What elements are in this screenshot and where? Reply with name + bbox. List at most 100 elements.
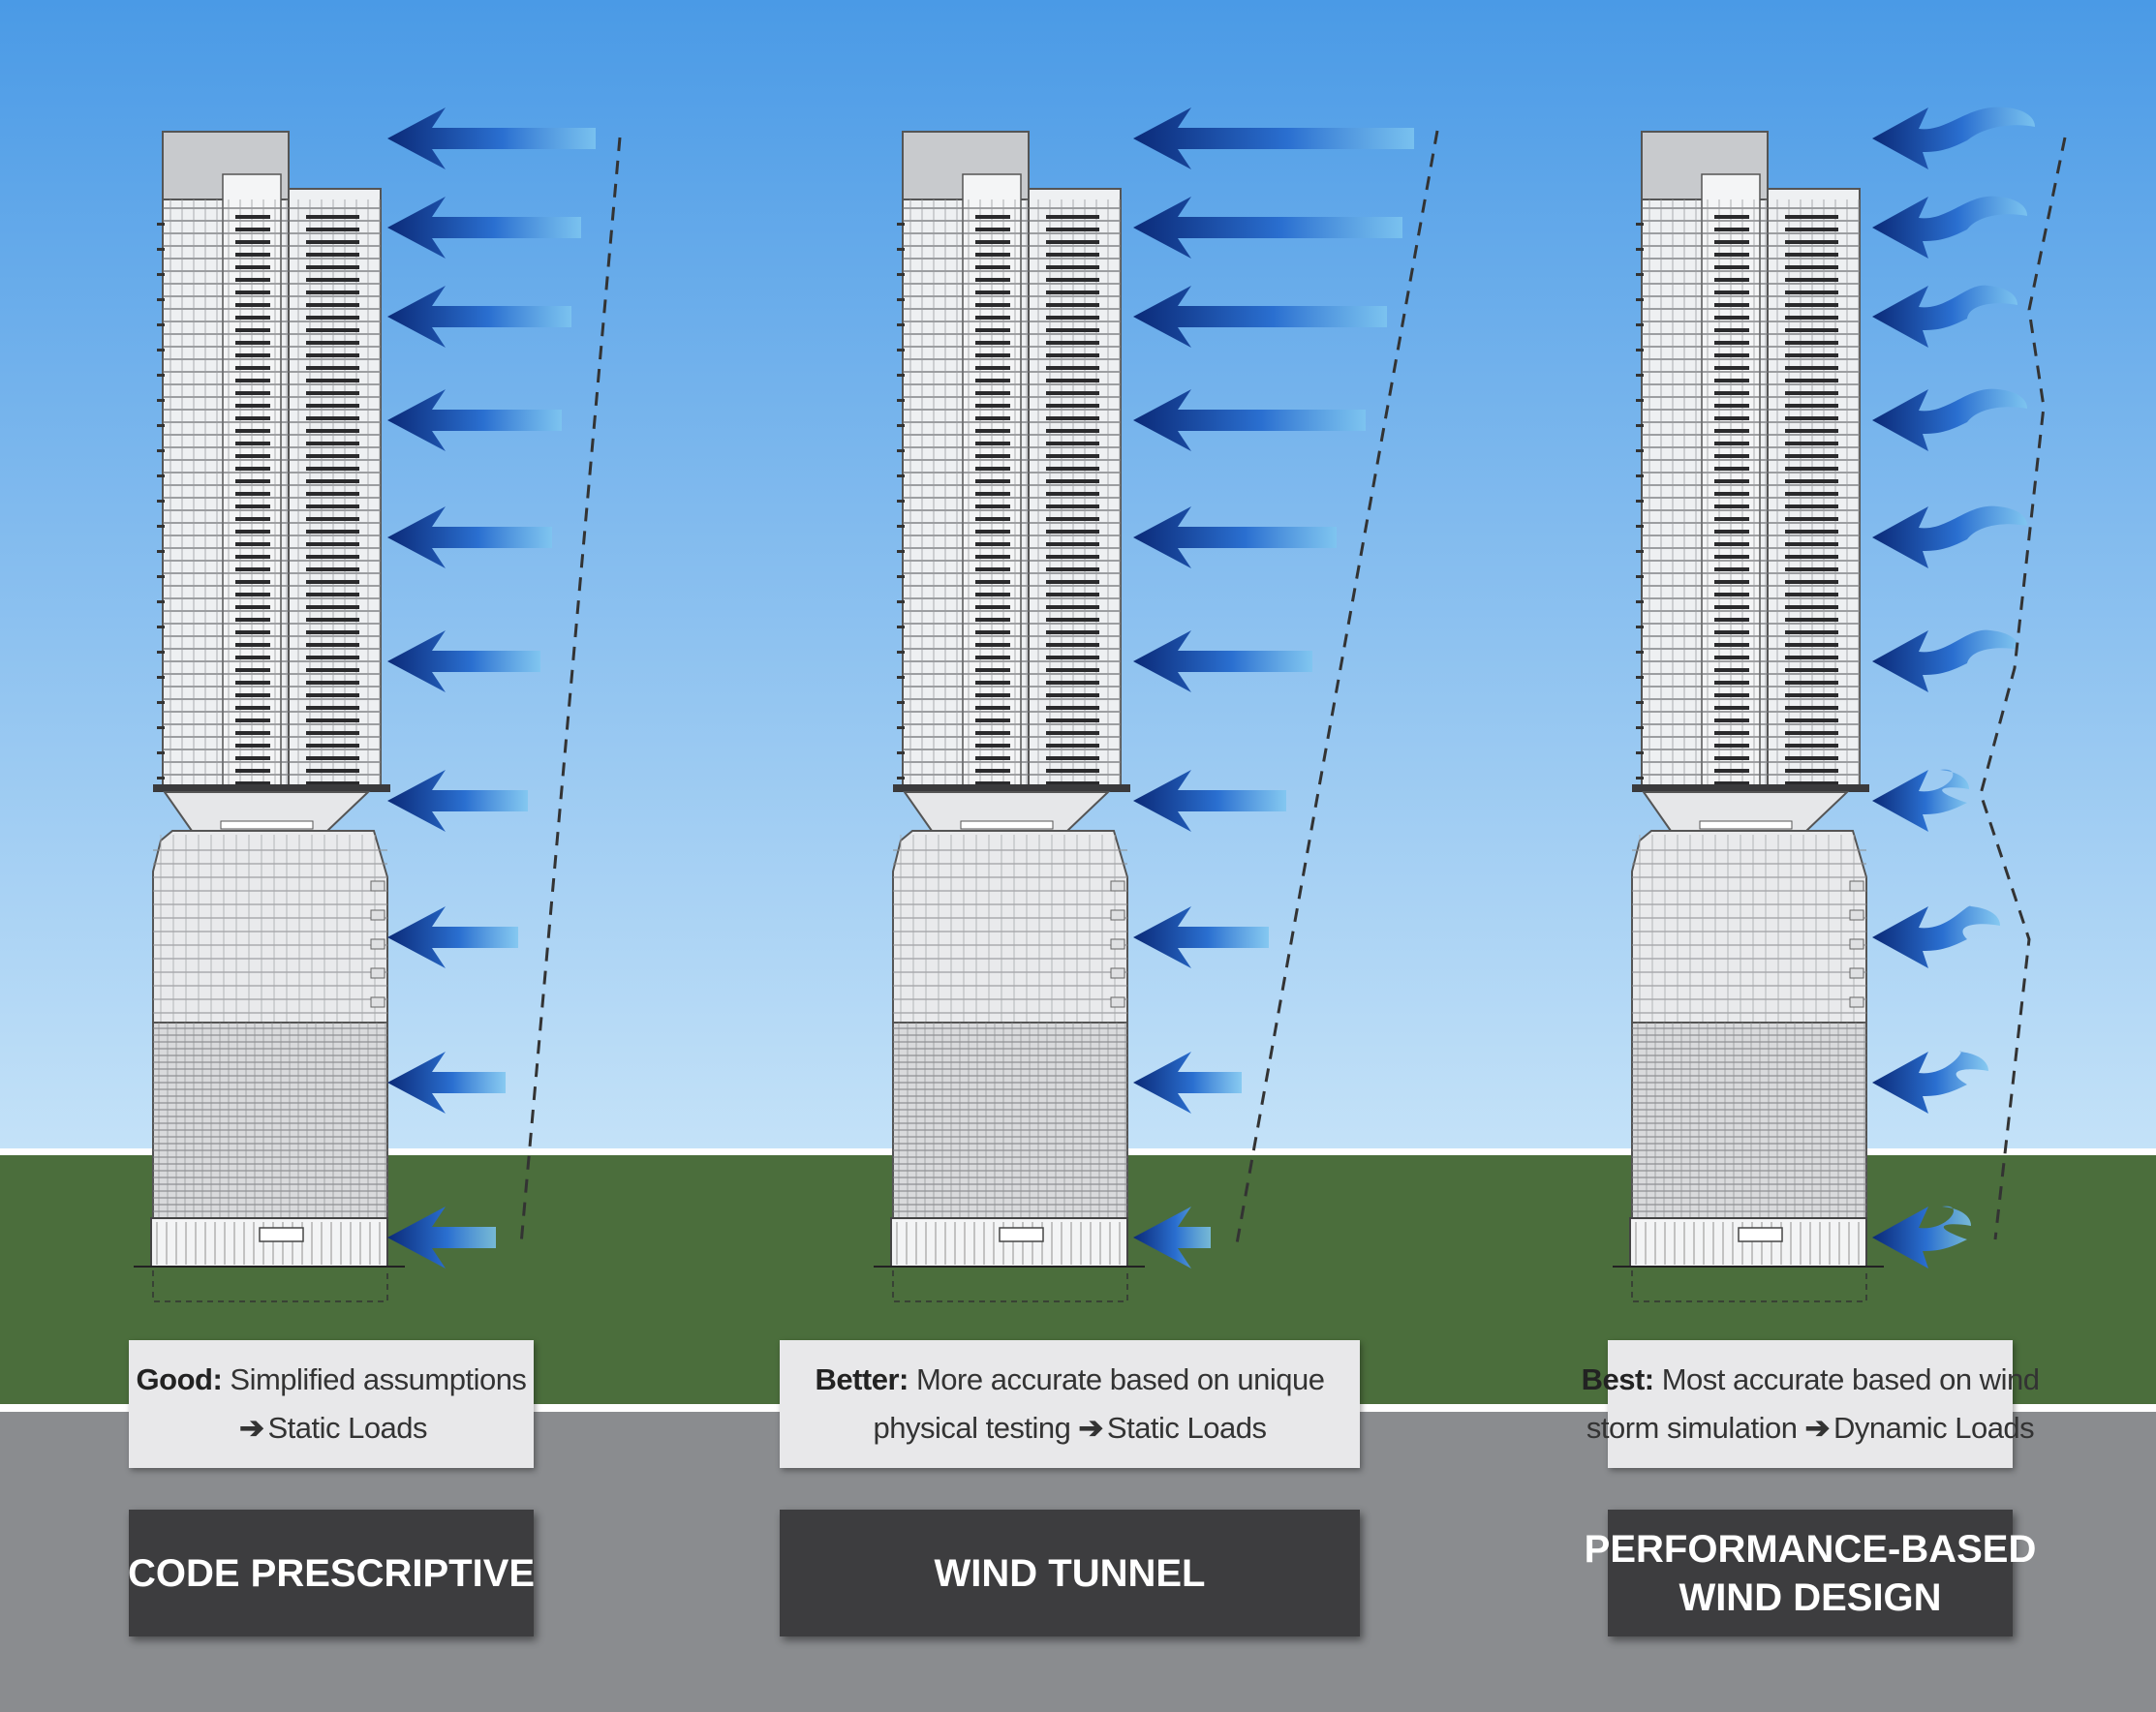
- balcony-strip: [975, 504, 1010, 508]
- balcony-strip: [1714, 316, 1749, 320]
- balcony-strip: [1046, 744, 1099, 748]
- balcony-strip: [1714, 504, 1749, 508]
- balcony-strip: [975, 656, 1010, 659]
- balcony-strip: [306, 530, 359, 534]
- balcony-strip: [1714, 530, 1749, 534]
- balcony-strip: [975, 693, 1010, 697]
- balcony-strip: [235, 656, 270, 659]
- wind-arrow-tunnel-9: [1133, 1207, 1211, 1269]
- balcony-strip: [1046, 316, 1099, 320]
- balcony-tick: [157, 374, 165, 377]
- balcony-strip: [235, 353, 270, 357]
- balcony-strip: [1046, 416, 1099, 420]
- balcony-strip: [975, 605, 1010, 609]
- balcony-strip: [306, 215, 359, 219]
- podium-tick: [370, 880, 385, 892]
- load-type: Static Loads: [1106, 1411, 1267, 1445]
- balcony-tick: [1636, 349, 1644, 352]
- balcony-tick: [1636, 651, 1644, 654]
- foundation-outline: [1631, 1270, 1867, 1302]
- balcony-tick: [897, 726, 905, 729]
- load-type: Dynamic Loads: [1833, 1411, 2035, 1445]
- rating-label: Best:: [1581, 1362, 1655, 1396]
- podium-tick: [1110, 880, 1125, 892]
- balcony-strip: [975, 517, 1010, 521]
- balcony-strip: [1785, 404, 1838, 408]
- wind-arrow-performance-1: [1872, 196, 2027, 259]
- balcony-tick: [1636, 525, 1644, 528]
- balcony-strip: [975, 731, 1010, 735]
- balcony-strip: [1714, 265, 1749, 269]
- podium-tick: [1849, 909, 1864, 921]
- panel-title: WIND TUNNEL: [934, 1551, 1206, 1595]
- balcony-strip: [1785, 781, 1838, 785]
- balcony-strip: [1785, 542, 1838, 546]
- balcony-strip: [1714, 718, 1749, 722]
- balcony-strip: [1785, 593, 1838, 596]
- panel-title-line-1: PERFORMANCE-BASED: [1584, 1527, 2037, 1571]
- balcony-strip: [306, 341, 359, 345]
- balcony-strip: [1046, 253, 1099, 257]
- balcony-strip: [1785, 467, 1838, 471]
- transfer-slab: [153, 784, 390, 792]
- balcony-tick: [157, 626, 165, 628]
- balcony-strip: [1785, 769, 1838, 773]
- balcony-strip: [975, 643, 1010, 647]
- transfer-band: [1699, 820, 1793, 830]
- balcony-strip: [306, 391, 359, 395]
- balcony-strip: [306, 618, 359, 622]
- balcony-tick: [157, 600, 165, 603]
- balcony-strip: [1046, 454, 1099, 458]
- balcony-strip: [306, 492, 359, 496]
- balcony-strip: [1046, 517, 1099, 521]
- balcony-strip: [1785, 718, 1838, 722]
- balcony-strip: [235, 618, 270, 622]
- balcony-strip: [306, 555, 359, 559]
- balcony-strip: [975, 366, 1010, 370]
- balcony-strip: [975, 353, 1010, 357]
- balcony-strip: [235, 391, 270, 395]
- balcony-strip: [1046, 479, 1099, 483]
- balcony-strip: [1785, 731, 1838, 735]
- balcony-strip: [975, 467, 1010, 471]
- balcony-strip: [235, 693, 270, 697]
- balcony-strip: [235, 479, 270, 483]
- balcony-strip: [235, 593, 270, 596]
- balcony-tick: [1636, 701, 1644, 704]
- balcony-strip: [306, 643, 359, 647]
- description-text: Most accurate based on wind: [1653, 1362, 2040, 1396]
- balcony-tick: [157, 500, 165, 503]
- wind-arrow-tunnel-6: [1133, 770, 1286, 832]
- balcony-strip: [306, 303, 359, 307]
- title-box-code-prescriptive: CODE PRESCRIPTIVE: [128, 1510, 535, 1636]
- description-box-wind-tunnel: Better: More accurate based on unique ph…: [780, 1340, 1360, 1468]
- balcony-strip: [1714, 492, 1749, 496]
- balcony-tick: [1636, 726, 1644, 729]
- balcony-strip: [975, 555, 1010, 559]
- balcony-strip: [1046, 228, 1099, 231]
- balcony-tick: [897, 575, 905, 578]
- balcony-tick: [897, 474, 905, 477]
- balcony-strip: [1714, 593, 1749, 596]
- balcony-strip: [306, 379, 359, 382]
- podium-tick: [1110, 909, 1125, 921]
- balcony-strip: [975, 618, 1010, 622]
- balcony-strip: [975, 542, 1010, 546]
- wind-arrow-code-6: [387, 770, 528, 832]
- balcony-strip: [1714, 366, 1749, 370]
- wind-arrow-performance-4: [1872, 505, 2027, 568]
- balcony-strip: [1714, 618, 1749, 622]
- balcony-strip: [235, 467, 270, 471]
- balcony-tick: [1636, 500, 1644, 503]
- balcony-strip: [1785, 643, 1838, 647]
- wind-arrow-tunnel-4: [1133, 506, 1337, 568]
- balcony-strip: [306, 353, 359, 357]
- balcony-strip: [975, 492, 1010, 496]
- podium-upper: [892, 830, 1128, 1024]
- balcony-tick: [1636, 298, 1644, 301]
- balcony-strip: [1046, 580, 1099, 584]
- balcony-strip: [306, 630, 359, 634]
- balcony-tick: [157, 575, 165, 578]
- balcony-strip: [1785, 228, 1838, 231]
- balcony-strip: [1046, 353, 1099, 357]
